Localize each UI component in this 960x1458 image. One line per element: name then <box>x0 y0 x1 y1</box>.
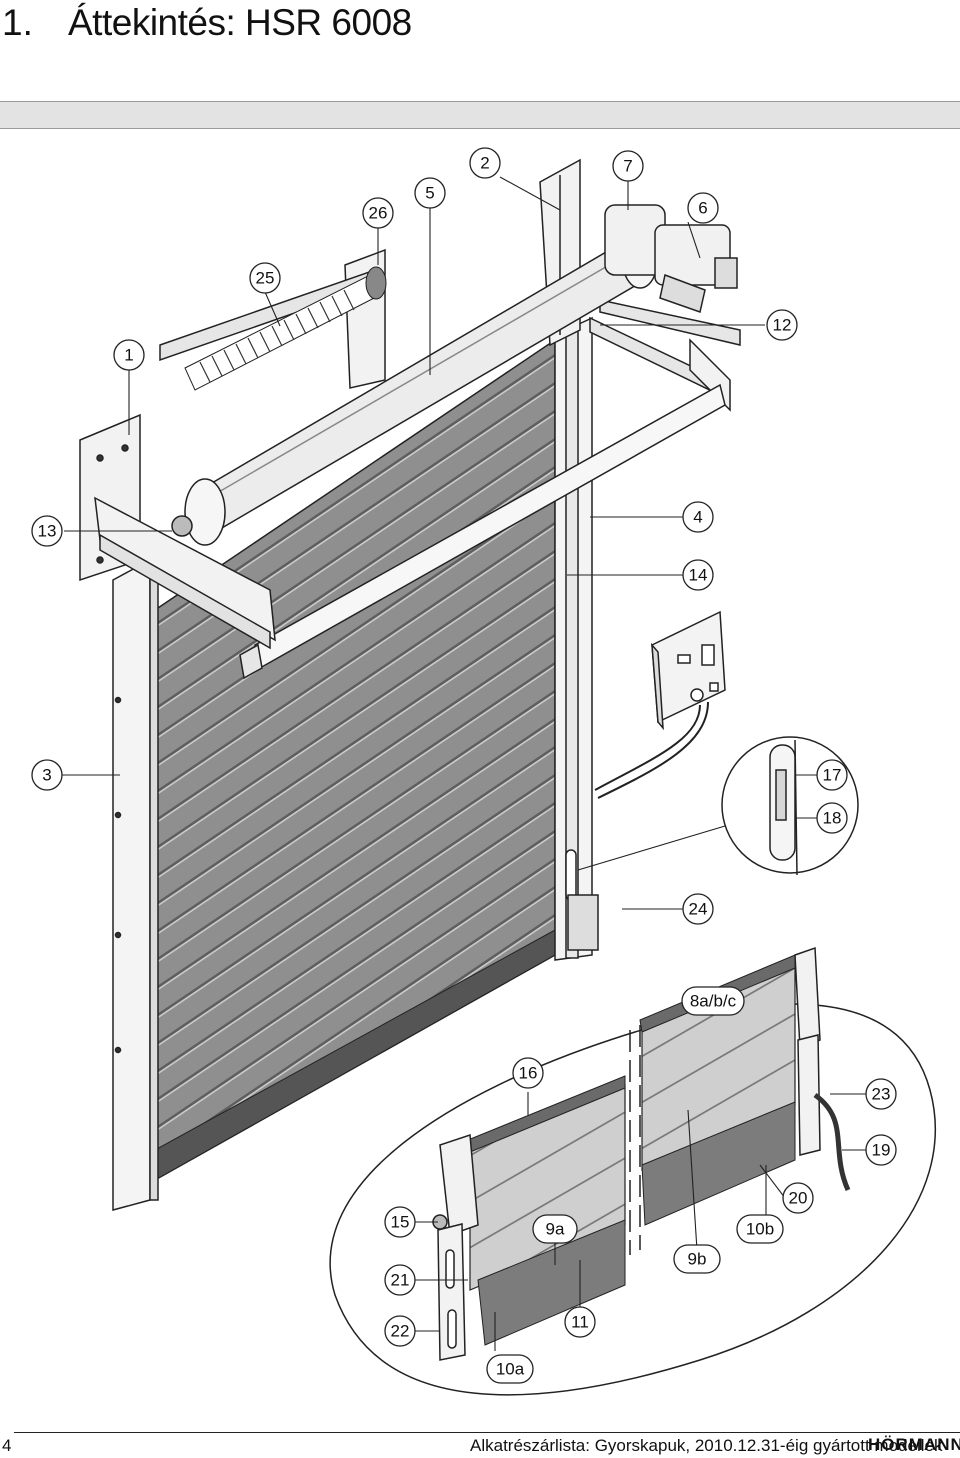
callout-24: 24 <box>682 893 714 925</box>
left-side-frame <box>112 558 159 1211</box>
svg-text:13: 13 <box>38 522 57 541</box>
torsion-spring <box>184 266 387 391</box>
svg-text:9b: 9b <box>688 1250 707 1269</box>
svg-text:22: 22 <box>391 1322 410 1341</box>
svg-text:26: 26 <box>369 204 388 223</box>
svg-text:19: 19 <box>872 1141 891 1160</box>
svg-text:5: 5 <box>425 184 434 203</box>
drive-motor <box>604 204 738 313</box>
svg-text:24: 24 <box>689 900 708 919</box>
svg-text:10a: 10a <box>496 1360 525 1379</box>
callout-8abc: 8a/b/c <box>681 986 745 1016</box>
page-title: 1. Áttekintés: HSR 6008 <box>0 0 960 48</box>
svg-text:1: 1 <box>124 346 133 365</box>
svg-text:4: 4 <box>693 508 702 527</box>
svg-text:18: 18 <box>823 809 842 828</box>
callout-10a: 10a <box>486 1354 534 1384</box>
callout-16: 16 <box>512 1057 544 1089</box>
svg-text:14: 14 <box>689 566 708 585</box>
svg-text:12: 12 <box>773 316 792 335</box>
svg-text:10b: 10b <box>746 1220 774 1239</box>
callout-7: 7 <box>612 150 644 182</box>
callout-17: 17 <box>816 759 848 791</box>
svg-text:15: 15 <box>391 1213 410 1232</box>
brand-logo: HÖRMANN <box>868 1435 960 1454</box>
callout-5: 5 <box>414 177 446 209</box>
svg-text:17: 17 <box>823 766 842 785</box>
callout-21: 21 <box>384 1264 416 1296</box>
callout-12: 12 <box>766 309 798 341</box>
left-bearing-bracket <box>79 413 276 650</box>
section-number: 1. <box>2 2 33 43</box>
callout-23: 23 <box>865 1078 897 1110</box>
door-curtain <box>154 338 556 1182</box>
callout-1: 1 <box>113 339 145 371</box>
svg-text:23: 23 <box>872 1085 891 1104</box>
exploded-door-drawing: 1 25 26 5 2 7 6 12 13 4 14 3 17 18 24 8a… <box>31 147 936 1396</box>
svg-text:2: 2 <box>480 154 489 173</box>
callout-14: 14 <box>682 559 714 591</box>
callout-19: 19 <box>865 1134 897 1166</box>
svg-text:21: 21 <box>391 1271 410 1290</box>
header-band <box>0 101 960 129</box>
control-box <box>594 610 726 799</box>
callout-10b: 10b <box>736 1214 784 1244</box>
right-side-frame <box>554 316 599 961</box>
callout-9b: 9b <box>673 1244 721 1274</box>
callout-9a: 9a <box>532 1214 578 1244</box>
callout-26: 26 <box>362 197 394 229</box>
callout-20: 20 <box>782 1182 814 1214</box>
callout-15: 15 <box>384 1206 416 1238</box>
leader-lines <box>62 176 866 1351</box>
svg-text:16: 16 <box>519 1064 538 1083</box>
callout-2: 2 <box>469 147 501 179</box>
callout-18: 18 <box>816 802 848 834</box>
svg-text:8a/b/c: 8a/b/c <box>690 992 737 1011</box>
callout-25: 25 <box>249 262 281 294</box>
svg-text:9a: 9a <box>546 1220 565 1239</box>
cross-beam <box>239 383 726 680</box>
callout-6: 6 <box>687 192 719 224</box>
svg-text:11: 11 <box>571 1313 589 1332</box>
svg-text:25: 25 <box>256 269 275 288</box>
callout-13: 13 <box>31 515 63 547</box>
svg-text:6: 6 <box>698 199 707 218</box>
svg-text:7: 7 <box>623 157 632 176</box>
footer-text: Alkatrészárlista: Gyorskapuk, 2010.12.31… <box>470 1436 943 1455</box>
callout-22: 22 <box>384 1315 416 1347</box>
svg-text:3: 3 <box>42 766 51 785</box>
page-number: 4 <box>2 1436 12 1455</box>
section-title: Áttekintés: HSR 6008 <box>68 2 412 43</box>
detail-oval-bottom <box>329 946 936 1396</box>
callout-3: 3 <box>31 759 63 791</box>
footer-rule <box>14 1432 960 1433</box>
svg-text:20: 20 <box>789 1189 808 1208</box>
callout-4: 4 <box>682 501 714 533</box>
callout-11: 11 <box>564 1306 596 1338</box>
